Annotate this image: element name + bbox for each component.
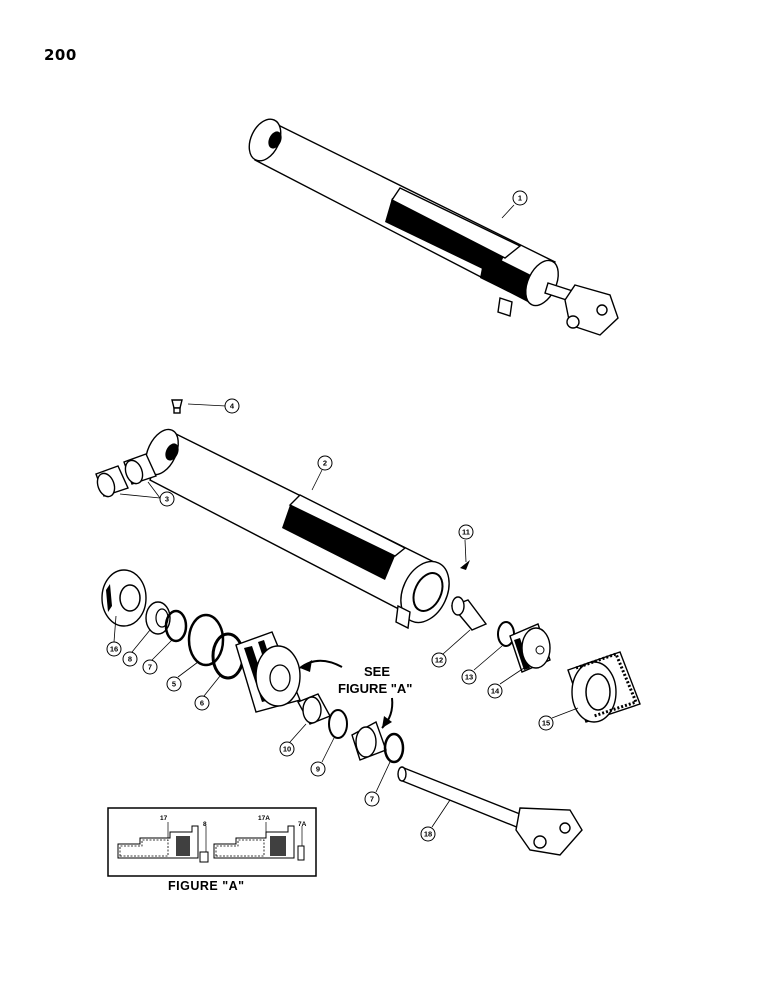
cylinder-head — [235, 631, 301, 713]
callout-14: 14 — [491, 687, 500, 696]
callout-13: 13 — [465, 673, 473, 682]
callout-7: 7 — [148, 663, 152, 672]
assembled-cylinder — [248, 118, 619, 336]
o-ring-small — [164, 609, 188, 643]
callout-18: 18 — [424, 830, 432, 839]
figure-a-label-8: 8 — [203, 821, 207, 828]
bushings — [95, 453, 157, 498]
rod-bushing — [297, 693, 331, 725]
figure-a-label-17a: 17A — [258, 815, 270, 822]
callout-12: 12 — [435, 656, 443, 665]
callout-4: 4 — [230, 402, 235, 411]
figure-a-label-17: 17 — [160, 815, 168, 822]
callout-1: 1 — [518, 194, 522, 203]
rod-nut — [509, 623, 551, 673]
callouts: 1 4 2 3 11 16 8 7 5 6 12 13 — [106, 190, 579, 842]
callout-16: 16 — [110, 645, 118, 654]
callout-15: 15 — [542, 719, 550, 728]
backup-ring — [211, 632, 245, 680]
piston — [351, 720, 387, 761]
callout-3: 3 — [165, 495, 169, 504]
cylinder-barrel — [145, 428, 450, 630]
see-label: SEE — [364, 664, 390, 679]
callout-5: 5 — [172, 680, 176, 689]
washer — [328, 709, 348, 739]
gland-nut — [101, 569, 147, 627]
o-ring-large — [187, 613, 225, 667]
callout-6: 6 — [200, 699, 204, 708]
callout-2: 2 — [323, 459, 327, 468]
figure-a-inset: 17 8 17A 7A — [107, 807, 317, 877]
stud-bolt — [450, 596, 488, 631]
page-number: 200 — [44, 46, 77, 64]
figure-label: FIGURE "A" — [338, 681, 412, 696]
cotter-pin — [460, 560, 470, 570]
callout-8: 8 — [128, 655, 132, 664]
callout-10: 10 — [283, 745, 291, 754]
callout-9: 9 — [316, 765, 320, 774]
figure-a-label-7a: 7A — [298, 821, 307, 828]
piston-rod — [397, 766, 583, 856]
piston-o-ring — [383, 732, 405, 764]
figure-a-title: FIGURE "A" — [168, 879, 245, 893]
callout-7-lower: 7 — [370, 795, 374, 804]
grease-fitting — [171, 399, 183, 414]
callout-11: 11 — [462, 528, 470, 537]
see-figure-note: SEE FIGURE "A" — [299, 659, 412, 729]
packing-set — [567, 651, 641, 723]
